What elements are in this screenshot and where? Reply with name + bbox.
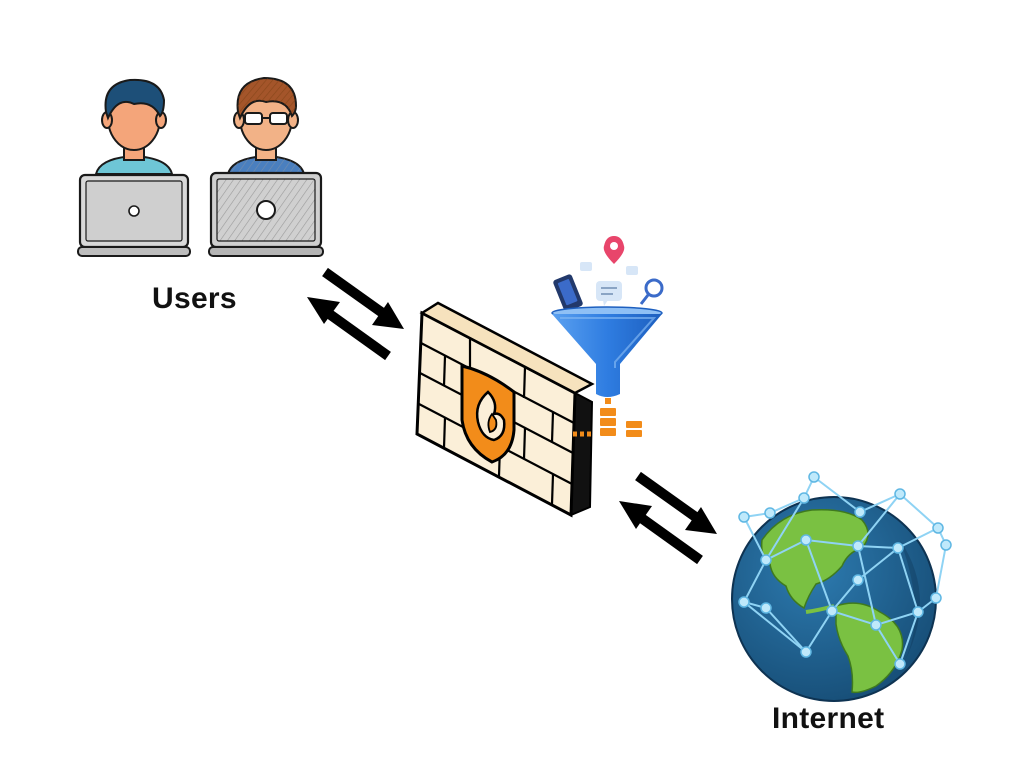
user-left [77,78,191,257]
globe-network-icon [731,471,952,702]
shield-flame-icon [460,364,516,464]
network-nodes [738,471,952,670]
firewall-icon [415,301,595,518]
arrow-right-down-icon [635,471,717,534]
user-icon [94,78,174,175]
glasses-icon [244,112,288,125]
chat-bubble-icon [596,281,622,306]
phone-icon [553,274,583,312]
arrow-right-down-icon [322,267,404,329]
filter-funnel-icon [551,236,664,437]
network-lines [742,475,948,665]
small-message-icon [580,262,638,275]
arrows-firewall-internet [619,471,717,565]
magnifier-icon [639,278,664,305]
users-label: Users [152,282,237,315]
arrows-users-firewall [307,267,404,361]
laptop-icon [77,173,191,257]
data-blocks [600,398,642,437]
laptop-icon [208,171,324,257]
location-pin-icon [603,236,625,264]
user-right [208,76,324,257]
arrow-left-up-icon [307,297,391,361]
internet-label: Internet [772,702,885,735]
arrow-left-up-icon [619,501,703,565]
user-with-glasses-icon [226,76,306,175]
